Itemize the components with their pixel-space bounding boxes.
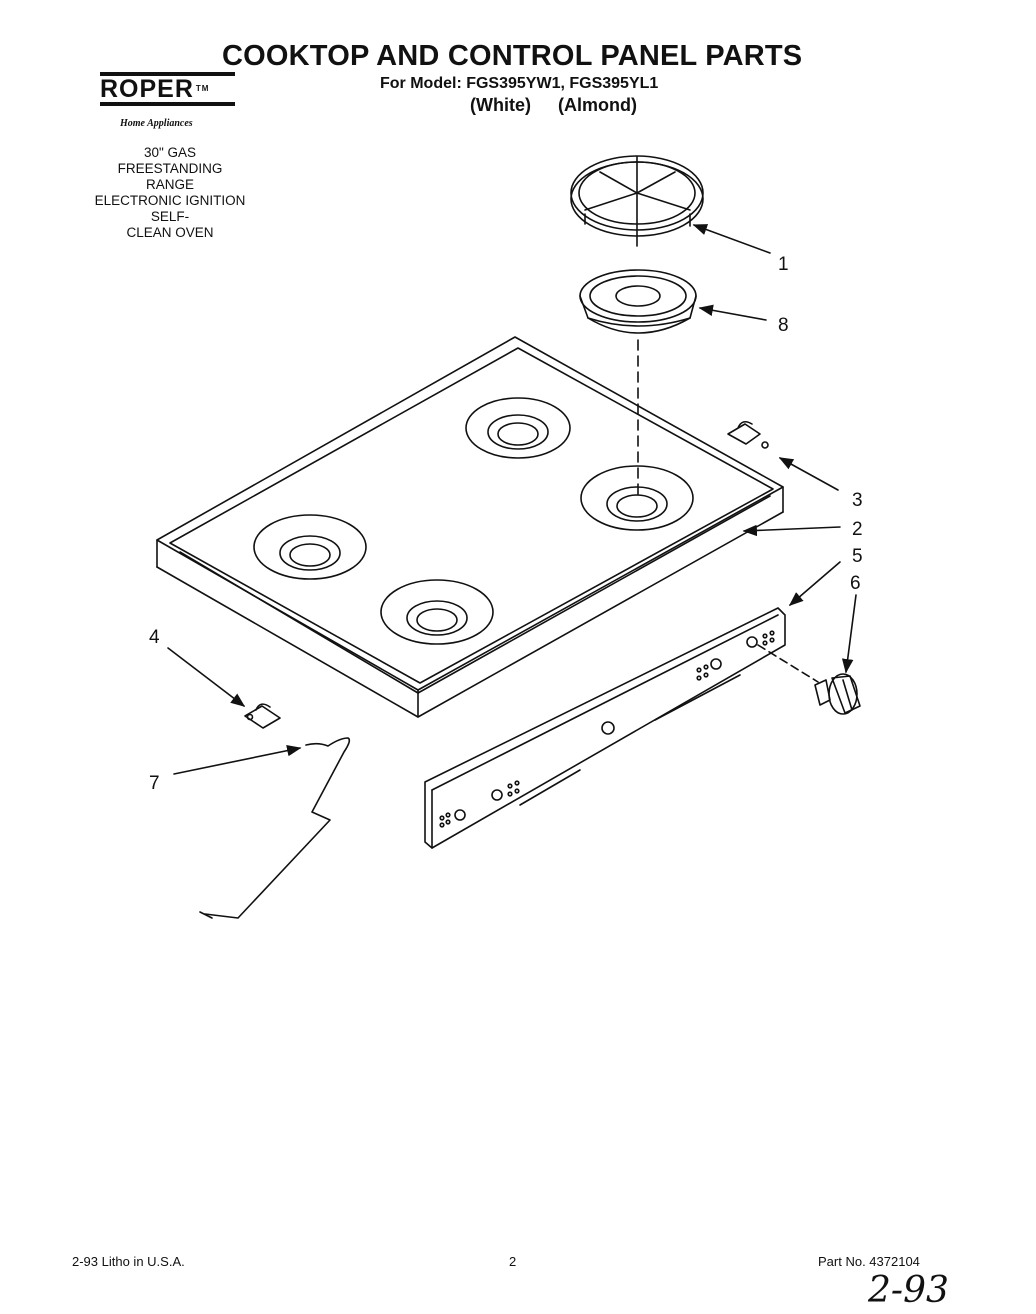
leader-2 [742,524,841,537]
logo-rule-top [100,72,235,76]
part-number: Part No. 4372104 [818,1254,920,1269]
logo-rule-bottom [100,102,235,106]
leader-8 [698,304,767,321]
alignment-line-knob [757,644,819,683]
control-group-left [439,780,520,828]
hinge-clip-right [727,420,769,449]
variant-almond: (Almond) [558,95,637,115]
leader-3 [778,457,839,491]
leader-6 [841,594,857,674]
cooktop [156,336,784,718]
callout-2: 2 [852,519,863,540]
color-variants: (White) (Almond) [470,95,655,116]
page-number: 2 [509,1254,516,1269]
burner-grate [570,155,704,247]
model-line: For Model: FGS395YW1, FGS395YL1 [380,75,659,92]
burner-well-front-right [380,579,494,645]
burner-well-rear-left [465,397,571,459]
product-description: 30" GAS FREESTANDING RANGE ELECTRONIC IG… [70,145,270,241]
desc-line-2: FREESTANDING [117,161,223,176]
desc-line-6: CLEAN OVEN [126,225,214,240]
callout-7: 7 [149,773,160,794]
burner-well-front-left [253,514,367,580]
print-info: 2-93 Litho in U.S.A. [72,1254,185,1269]
page-title: COOKTOP AND CONTROL PANEL PARTS [222,40,803,72]
handwritten-date: 2-93 [867,1270,949,1311]
callout-3: 3 [852,490,863,511]
leader-arrows [167,224,857,775]
control-panel [424,607,786,849]
burner-bowl [579,269,697,334]
leader-4 [167,647,246,707]
desc-line-3: RANGE [145,177,194,192]
logo-text: ROPER [100,75,194,103]
callout-4: 4 [149,627,160,648]
ignition-wire [199,737,351,919]
variant-white: (White) [470,95,531,115]
control-group-right [696,630,775,681]
leader-7 [173,744,302,775]
trademark-mark: TM [195,84,210,93]
desc-line-5: SELF- [150,209,190,224]
control-knob [814,673,861,715]
callout-8: 8 [778,315,789,336]
brand-tagline: Home Appliances [120,118,193,129]
callout-6: 6 [850,573,861,594]
hinge-clip-left [244,703,281,729]
callout-1: 1 [778,254,789,275]
desc-line-4: ELECTRONIC IGNITION [94,193,246,208]
desc-line-1: 30" GAS [143,145,197,160]
leader-5 [788,561,841,606]
leader-1 [692,224,771,254]
callout-5: 5 [852,546,863,567]
burner-well-rear-right [580,465,694,531]
